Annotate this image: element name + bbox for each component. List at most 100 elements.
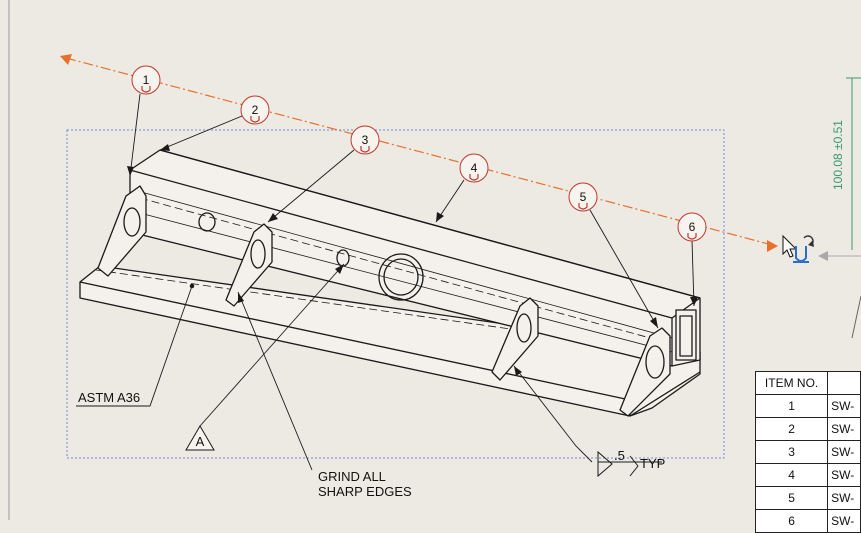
mouse-cursor — [782, 234, 814, 263]
tube-open-end — [675, 309, 697, 361]
datum-label: A — [196, 434, 205, 449]
weld-size: .5 — [614, 448, 625, 463]
weld-tail-icon — [629, 465, 639, 477]
magnet-handle-icon[interactable] — [141, 86, 151, 93]
leader-weld — [513, 365, 593, 463]
tube-edge — [129, 169, 673, 319]
leader-balloon-5 — [589, 209, 659, 329]
balloon-2-number: 2 — [252, 103, 259, 117]
alignment-arrow-left-icon[interactable] — [60, 54, 72, 65]
table-row[interactable]: 2 SW- — [754, 417, 861, 441]
bom-item-number: 2 — [754, 417, 829, 441]
bill-of-materials-table[interactable]: ITEM NO. 1 SW- 2 SW- 3 SW- 4 SW- 5 SW- 6… — [754, 371, 861, 533]
leader-arrow — [690, 297, 698, 306]
base-plate-edge — [629, 371, 701, 417]
tube-fillet-line — [135, 211, 673, 353]
tube-hole — [198, 212, 216, 232]
bom-item-number: 4 — [754, 463, 829, 487]
vertical-dimension[interactable]: 100.08 ±0.51 — [818, 77, 861, 339]
table-row[interactable]: 4 SW- — [754, 463, 861, 487]
table-row[interactable]: 5 SW- — [754, 486, 861, 510]
material-note[interactable]: ASTM A36 — [78, 390, 140, 405]
magnet-handle-icon[interactable] — [360, 146, 370, 153]
gusset-5-hole — [516, 313, 532, 343]
balloon-4[interactable]: 4 — [459, 153, 489, 183]
bom-header-part — [827, 371, 861, 395]
bom-part-number: SW- — [827, 509, 861, 533]
balloon-1-number: 1 — [143, 73, 150, 87]
leader-datum — [199, 263, 345, 427]
leader-arrow — [238, 292, 244, 303]
bom-part-number: SW- — [827, 486, 861, 510]
table-row[interactable]: 6 SW- — [754, 509, 861, 533]
balloon-5[interactable]: 5 — [568, 182, 598, 212]
balloon-1[interactable]: 1 — [131, 65, 161, 95]
leader-balloon-1 — [129, 93, 141, 177]
gusset-3-hole — [250, 239, 266, 269]
bom-item-number: 3 — [754, 440, 829, 464]
magnet-handle-icon[interactable] — [578, 203, 588, 210]
weld-tail-icon — [629, 455, 639, 467]
table-row[interactable]: 3 SW- — [754, 440, 861, 464]
leader-arrow — [160, 144, 170, 151]
tube-large-hole-inner — [383, 258, 419, 296]
view-selection-box[interactable] — [66, 129, 725, 459]
drawing-sheet[interactable]: 1 2 3 4 5 6 ASTM A36 A GRIND ALL SHARP E… — [0, 0, 861, 520]
weld-symbol[interactable]: .5 TYP — [597, 448, 665, 478]
bom-header-row: ITEM NO. — [754, 371, 861, 395]
dimension-arrow-icon — [818, 251, 828, 261]
leader-arrow — [650, 317, 658, 328]
tube-fillet-line — [133, 189, 673, 339]
gusset-6 — [619, 327, 671, 417]
gusset-1-hole — [123, 207, 141, 237]
leader-balloon-2 — [159, 115, 243, 151]
base-plate-edge — [79, 281, 631, 401]
arrow-cursor-icon — [782, 234, 798, 258]
leader-lines — [76, 93, 698, 471]
leader-balloon-3 — [267, 149, 355, 223]
leader-arrow — [514, 366, 522, 376]
magnet-handle-icon[interactable] — [250, 116, 260, 123]
hidden-line — [139, 197, 673, 345]
grind-note-line-2[interactable]: SHARP EDGES — [318, 484, 412, 499]
bom-part-number: SW- — [827, 463, 861, 487]
leader-arrow — [335, 264, 344, 274]
isometric-part-view[interactable] — [79, 149, 701, 417]
gusset-3 — [225, 223, 273, 307]
magnet-handle-icon[interactable] — [469, 174, 479, 181]
leader-arrow — [127, 166, 134, 176]
partial-view-edge — [851, 295, 861, 339]
tube-edge — [159, 149, 701, 299]
bom-part-number: SW- — [827, 394, 861, 418]
grind-note-line-1[interactable]: GRIND ALL — [318, 469, 386, 484]
bom-item-number: 1 — [754, 394, 829, 418]
dimension-value: 100.08 ±0.51 — [831, 120, 845, 190]
gusset-5 — [491, 297, 539, 381]
leader-balloon-6 — [691, 239, 695, 307]
tube-large-hole — [378, 253, 424, 301]
leader-dot — [189, 283, 195, 289]
magnet-handle-icon[interactable] — [687, 233, 697, 240]
balloon-3[interactable]: 3 — [350, 125, 380, 155]
balloon-6[interactable]: 6 — [677, 212, 707, 242]
bom-item-number: 5 — [754, 486, 829, 510]
table-row[interactable]: 1 SW- — [754, 394, 861, 418]
bom-part-number: SW- — [827, 417, 861, 441]
leader-arrow — [436, 212, 444, 222]
alignment-arrow-right-icon[interactable] — [767, 240, 778, 252]
rotate-arrow-tip — [808, 240, 814, 247]
balloon-5-number: 5 — [580, 190, 587, 204]
weld-typ: TYP — [640, 456, 665, 471]
balloon-alignment-line[interactable] — [60, 54, 778, 252]
leader-grind-note — [237, 291, 313, 471]
leader-arrow — [268, 213, 278, 222]
magnet-snap-icon — [795, 246, 807, 262]
balloon-3-number: 3 — [362, 133, 369, 147]
bom-part-number: SW- — [827, 440, 861, 464]
leader-material-note — [76, 285, 193, 407]
datum-triangle[interactable]: A — [185, 425, 215, 451]
balloon-6-number: 6 — [689, 220, 696, 234]
balloon-2[interactable]: 2 — [240, 95, 270, 125]
bom-item-number: 6 — [754, 509, 829, 533]
gusset-6-hole — [645, 345, 665, 379]
